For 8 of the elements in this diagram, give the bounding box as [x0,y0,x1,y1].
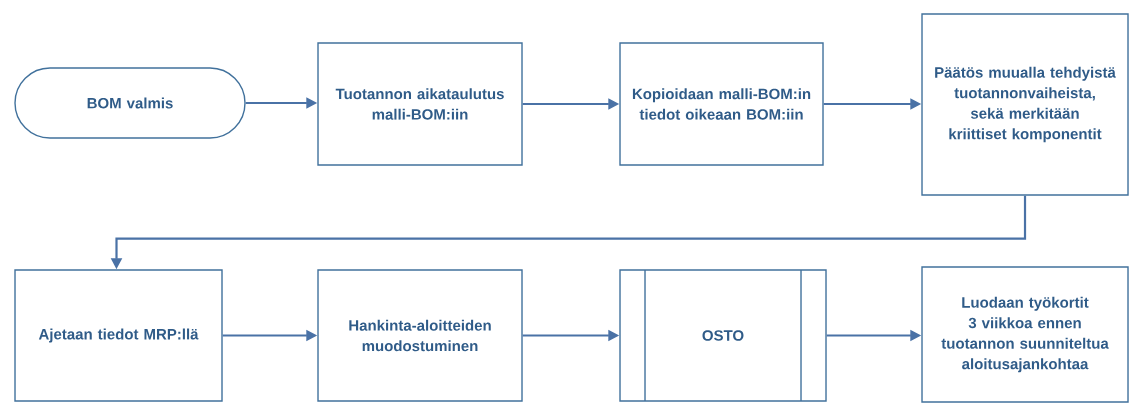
process-box: Päätös muualla tehdyistä tuotannonvaiheista, sekä merkitään kriittiset komponentit [921,13,1129,196]
start-terminal: BOM valmis [14,67,246,139]
process-box: Tuotannon aikataulutus malli-BOM:iin [317,42,523,166]
process-box: Luodaan työkortit 3 viikkoa ennen tuotannon suunniteltua aloitusajankohtaa [921,266,1129,403]
predefined-process-box: OSTO [619,269,827,402]
process-box: Kopioidaan malli-BOM:in tiedot oikeaan BOM:iin [619,42,824,166]
process-box: Hankinta-aloitteiden muodostuminen [317,269,523,402]
process-box: Ajetaan tiedot MRP:llä [14,269,223,402]
